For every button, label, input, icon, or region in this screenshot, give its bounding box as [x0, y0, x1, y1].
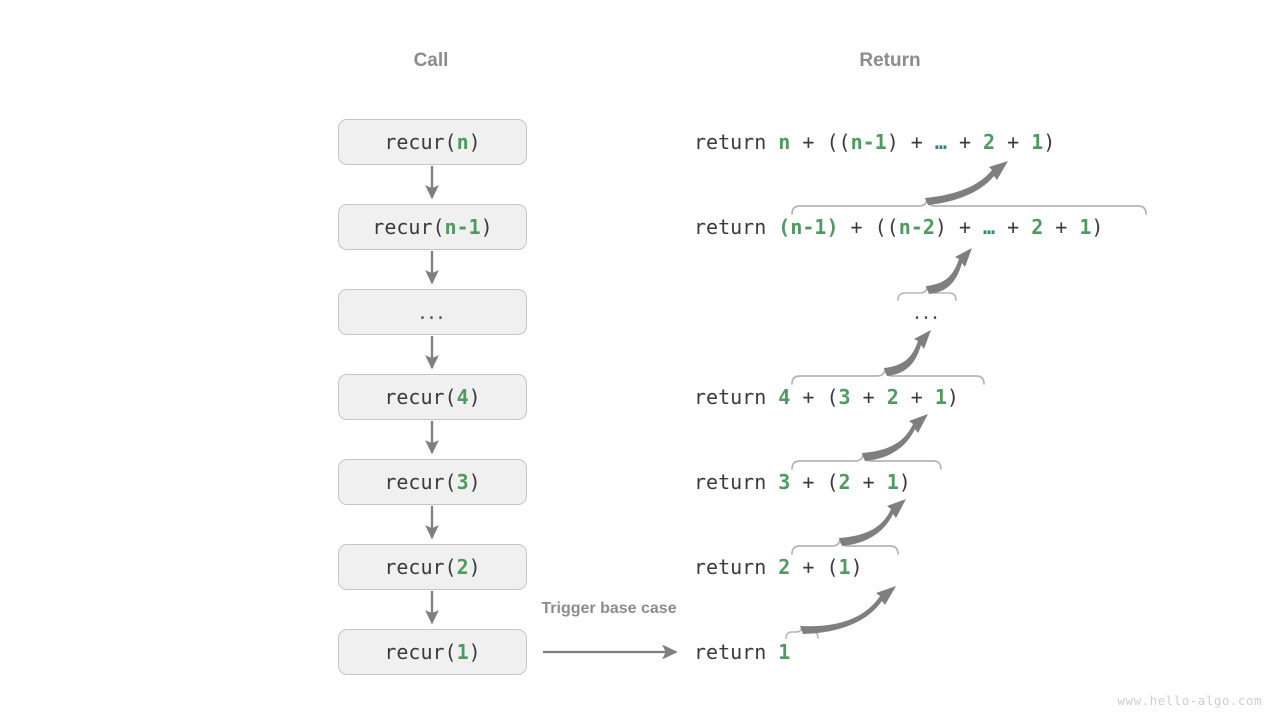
brace-row-1: [785, 625, 819, 639]
return-keyword: return: [694, 640, 779, 664]
call-box-ellipsis: ...: [338, 289, 527, 335]
call-box-text: recur(3): [384, 470, 481, 494]
return-row-n: return n + ((n-1) + … + 2 + 1): [694, 130, 1056, 154]
call-box-n-1: recur(n-1): [338, 204, 527, 250]
brace-row-2: [791, 537, 899, 555]
call-box-text: recur(n-1): [372, 215, 493, 239]
brace-row-4: [791, 367, 985, 385]
return-keyword: return: [694, 130, 779, 154]
return-row-3: return 3 + (2 + 1): [694, 470, 911, 494]
return-row-2: return 2 + (1): [694, 555, 863, 579]
trigger-base-case-label: Trigger base case: [541, 600, 677, 617]
call-box-text: ...: [419, 299, 446, 325]
return-row-4: return 4 + (3 + 2 + 1): [694, 385, 959, 409]
column-header-return: Return: [859, 50, 921, 71]
brace-row-3: [791, 452, 942, 470]
watermark: www.hello-algo.com: [1117, 693, 1262, 708]
return-row-1: return 1: [694, 640, 791, 664]
return-arrow-4: [884, 330, 931, 376]
return-keyword: return: [694, 385, 779, 409]
return-row-ellipsis: ...: [913, 300, 941, 325]
call-box-2: recur(2): [338, 544, 527, 590]
return-row-n-1: return (n-1) + ((n-2) + … + 2 + 1): [694, 215, 1104, 239]
brace-row-ellipsis: [897, 285, 957, 301]
return-keyword: return: [694, 215, 779, 239]
call-box-text: recur(n): [384, 130, 481, 154]
return-arrow-3: [862, 414, 928, 461]
call-box-4: recur(4): [338, 374, 527, 420]
call-box-text: recur(4): [384, 385, 481, 409]
return-arrow-1: [800, 586, 896, 634]
call-box-n: recur(n): [338, 119, 527, 165]
return-keyword: return: [694, 470, 779, 494]
return-arrow-ellipsis: [926, 248, 972, 294]
brace-row-n-1: [791, 197, 1147, 215]
column-header-call: Call: [413, 50, 449, 71]
return-keyword: return: [694, 555, 779, 579]
call-box-1: recur(1): [338, 629, 527, 675]
call-box-text: recur(2): [384, 555, 481, 579]
return-arrow-n-1: [925, 161, 1008, 205]
return-arrow-2: [839, 499, 906, 546]
call-box-text: recur(1): [384, 640, 481, 664]
call-box-3: recur(3): [338, 459, 527, 505]
